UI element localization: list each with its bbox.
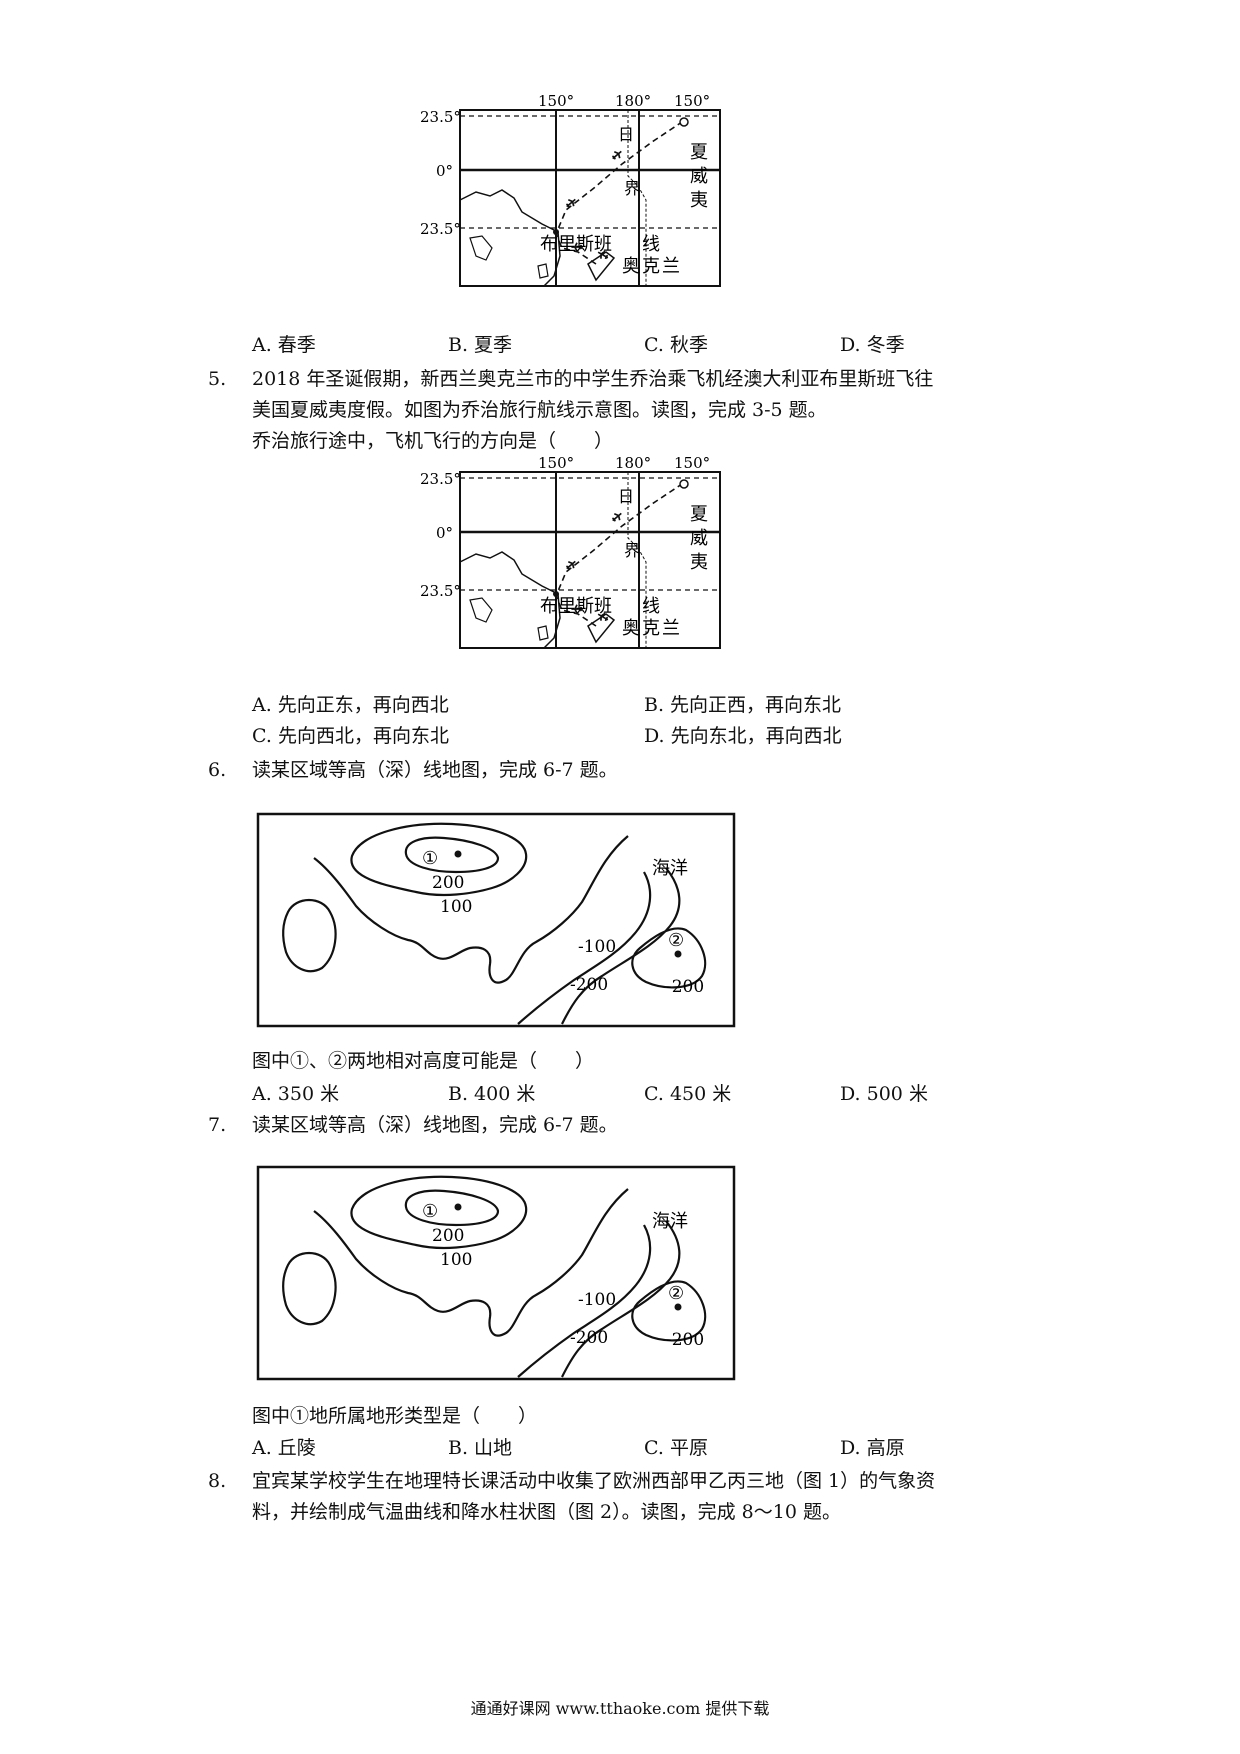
question-prompt: 乔治旅行途中，飞机飞行的方向是（ ）: [252, 430, 614, 452]
lon-label: 150°: [674, 454, 710, 472]
ocean-label: 海洋: [652, 1211, 688, 1232]
lat-label: 23.5°: [420, 220, 461, 238]
question-number: 8.: [208, 1470, 227, 1492]
page-footer: 通通好课网 www.tthaoke.com 提供下载: [470, 1699, 770, 1718]
lat-label: 23.5°: [420, 108, 461, 126]
date-line-char: 日: [618, 487, 634, 506]
option-b[interactable]: B. 夏季: [448, 334, 513, 356]
lat-label: 23.5°: [420, 582, 461, 600]
question-text: 宜宾某学校学生在地理特长课活动中收集了欧洲西部甲乙丙三地（图 1）的气象资: [252, 1470, 936, 1492]
auckland-char: 克: [642, 618, 660, 639]
option-c[interactable]: C. 秋季: [644, 334, 708, 356]
lon-label: 180°: [615, 454, 651, 472]
ocean-label: 海洋: [652, 858, 688, 879]
option-a[interactable]: A. 春季: [252, 334, 316, 356]
point-2-label: ②: [668, 930, 684, 951]
contour-label: -100: [578, 937, 616, 957]
option-a[interactable]: A. 丘陵: [252, 1437, 316, 1459]
contour-label: -100: [578, 1290, 616, 1310]
date-line-char: 线: [642, 234, 660, 255]
route-map-1: 150° 180° 150° 23.5° 0° 23.5° 日 界 线 夏 威 …: [420, 92, 740, 298]
question-number: 6.: [208, 759, 227, 781]
auckland-char: 兰: [662, 256, 680, 277]
question-text: 2018 年圣诞假期，新西兰奥克兰市的中学生乔治乘飞机经澳大利亚布里斯班飞往: [252, 368, 934, 390]
contour-map-1: ① 200 100 海洋 ② -100 -200 -200: [256, 812, 736, 1028]
auckland-char: 兰: [662, 618, 680, 639]
option-d[interactable]: D. 冬季: [840, 334, 905, 356]
route-map-2: 150° 180° 150° 23.5° 0° 23.5° 日 界 线 夏 威 …: [420, 454, 740, 660]
option-a[interactable]: A. 先向正东，再向西北: [252, 694, 449, 716]
question-number: 7.: [208, 1114, 227, 1136]
option-c[interactable]: C. 先向西北，再向东北: [252, 725, 449, 747]
contour-label: 100: [440, 897, 472, 917]
lon-label: 150°: [538, 92, 574, 110]
point-1-label: ①: [422, 1201, 438, 1222]
option-c[interactable]: C. 平原: [644, 1437, 708, 1459]
point-2-label: ②: [668, 1283, 684, 1304]
date-line-char: 日: [618, 125, 634, 144]
lon-label: 180°: [615, 92, 651, 110]
option-b[interactable]: B. 先向正西，再向东北: [644, 694, 842, 716]
question-number: 5.: [208, 368, 227, 390]
hawaii-char: 威: [690, 166, 708, 187]
question-text: 美国夏威夷度假。如图为乔治旅行航线示意图。读图，完成 3-5 题。: [252, 399, 827, 421]
date-line-char: 界: [624, 541, 640, 560]
contour-label: -200: [666, 977, 704, 997]
question-text: 料，并绘制成气温曲线和降水柱状图（图 2）。读图，完成 8～10 题。: [252, 1501, 841, 1523]
option-d[interactable]: D. 先向东北，再向西北: [644, 725, 842, 747]
lon-label: 150°: [674, 92, 710, 110]
hawaii-char: 夏: [690, 142, 708, 163]
date-line-char: 界: [624, 179, 640, 198]
contour-label: -200: [666, 1330, 704, 1350]
option-b[interactable]: B. 400 米: [448, 1083, 536, 1105]
option-d[interactable]: D. 500 米: [840, 1083, 928, 1105]
question-text: 读某区域等高（深）线地图，完成 6-7 题。: [252, 759, 618, 781]
lon-label: 150°: [538, 454, 574, 472]
question-text: 读某区域等高（深）线地图，完成 6-7 题。: [252, 1114, 618, 1136]
hawaii-char: 夏: [690, 504, 708, 525]
lat-label: 23.5°: [420, 470, 461, 488]
contour-map-2: ① 200 100 海洋 ② -100 -200 -200: [256, 1165, 736, 1381]
contour-label: -200: [570, 1328, 608, 1348]
option-c[interactable]: C. 450 米: [644, 1083, 732, 1105]
auckland-char: 克: [642, 256, 660, 277]
auckland-char: 奥: [622, 256, 640, 277]
contour-label: -200: [570, 975, 608, 995]
question-prompt: 图中①地所属地形类型是（ ）: [252, 1405, 538, 1427]
option-a[interactable]: A. 350 米: [252, 1083, 340, 1105]
lat-label: 0°: [436, 524, 453, 542]
contour-label: 100: [440, 1250, 472, 1270]
hawaii-char: 威: [690, 528, 708, 549]
date-line-char: 线: [642, 596, 660, 617]
contour-label: 200: [432, 873, 464, 893]
option-b[interactable]: B. 山地: [448, 1437, 513, 1459]
hawaii-char: 夷: [690, 190, 708, 211]
hawaii-char: 夷: [690, 552, 708, 573]
contour-label: 200: [432, 1226, 464, 1246]
brisbane-label: 布里斯班: [540, 234, 612, 255]
auckland-char: 奥: [622, 618, 640, 639]
lat-label: 0°: [436, 162, 453, 180]
question-prompt: 图中①、②两地相对高度可能是（ ）: [252, 1050, 595, 1072]
option-d[interactable]: D. 高原: [840, 1437, 905, 1459]
point-1-label: ①: [422, 848, 438, 869]
brisbane-label: 布里斯班: [540, 596, 612, 617]
